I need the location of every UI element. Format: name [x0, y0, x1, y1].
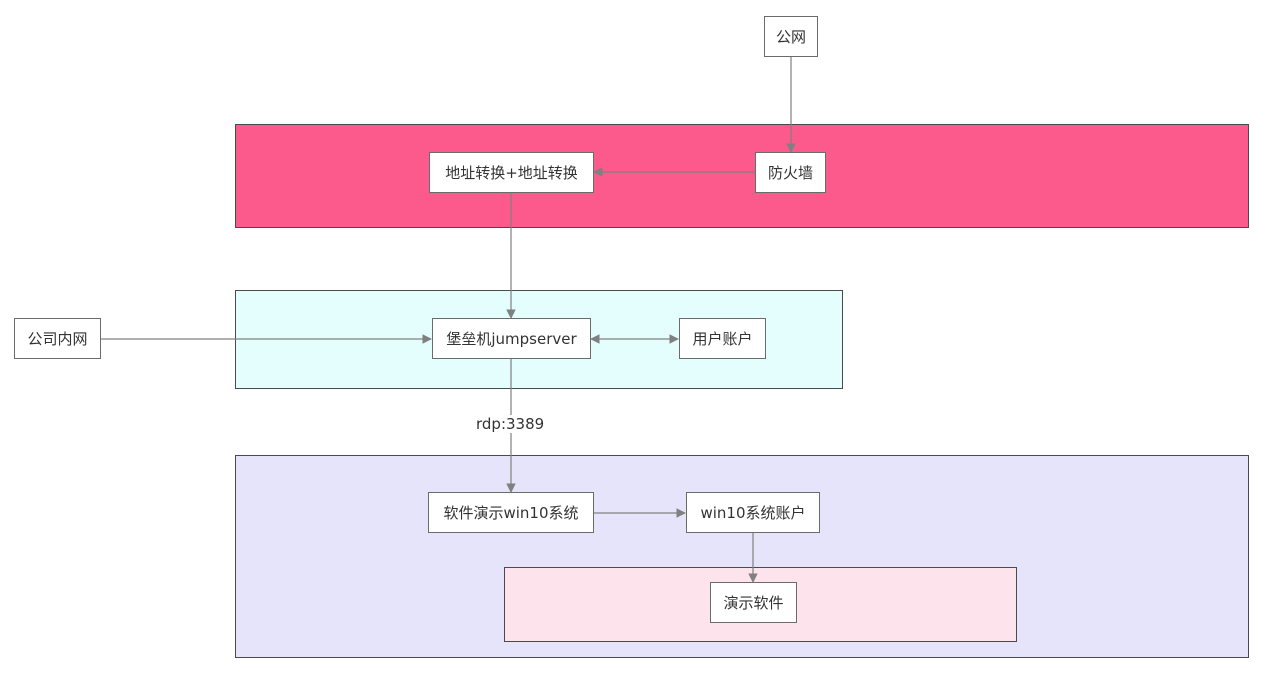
- rdp-port-label: rdp:3389: [474, 415, 547, 433]
- user-account-node[interactable]: 用户账户: [679, 318, 766, 359]
- public-net-node[interactable]: 公网: [764, 16, 818, 57]
- firewall-node[interactable]: 防火墙: [755, 152, 826, 193]
- win10-system-node[interactable]: 软件演示win10系统: [428, 492, 594, 533]
- win10-account-node[interactable]: win10系统账户: [686, 492, 820, 533]
- company-lan-node[interactable]: 公司内网: [14, 318, 101, 359]
- demo-software-node[interactable]: 演示软件: [710, 582, 797, 623]
- jumpserver-node[interactable]: 堡垒机jumpserver: [432, 318, 591, 359]
- nat-node[interactable]: 地址转换+地址转换: [429, 152, 594, 193]
- dmz-zone: [235, 124, 1249, 228]
